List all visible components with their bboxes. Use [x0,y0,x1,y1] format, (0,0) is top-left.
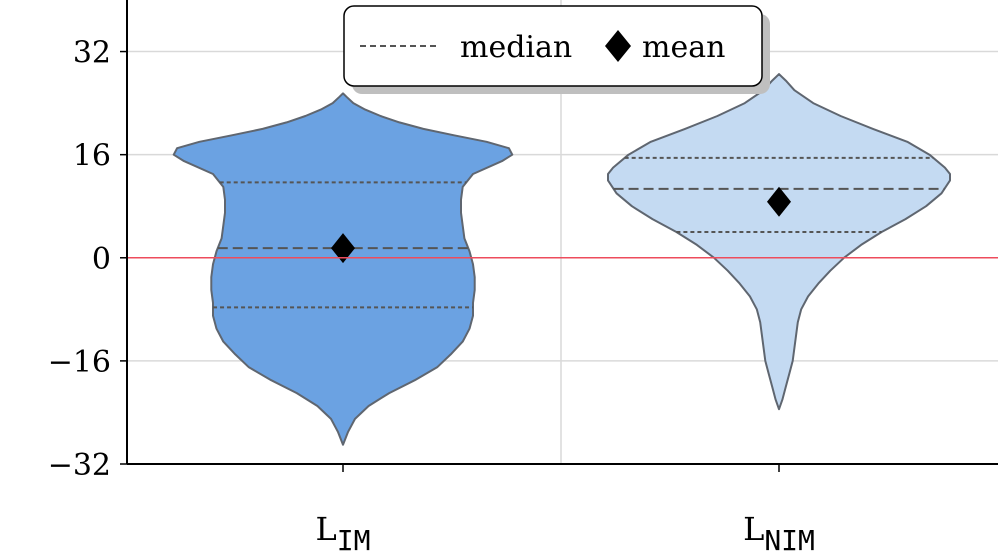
violin-body [607,73,951,411]
x-category-label: LIM [316,510,371,557]
y-tick-label: 16 [73,139,111,174]
legend-mean-label: mean [642,30,725,65]
violins [172,73,951,446]
x-category-main: L [743,510,764,548]
y-tick-label: 32 [73,36,111,71]
y-tick-label: −32 [48,448,111,483]
x-category-subscript: IM [337,524,371,557]
legend-median-label: median [460,30,572,65]
x-category-subscript: NIM [764,524,815,557]
mean-marker [331,233,355,264]
y-tick-label: −16 [48,345,111,380]
legend-box [343,5,763,87]
x-category-main: L [316,510,337,548]
legend: median mean [343,5,770,94]
violin-body [172,92,514,446]
y-tick-label: 0 [92,242,111,277]
y-axis-ticks: −32 −16 0 16 32 [48,36,127,483]
mean-marker [767,186,791,217]
axes [126,0,998,465]
legend-mean-swatch [605,30,631,62]
x-category-label: LNIM [743,510,815,557]
